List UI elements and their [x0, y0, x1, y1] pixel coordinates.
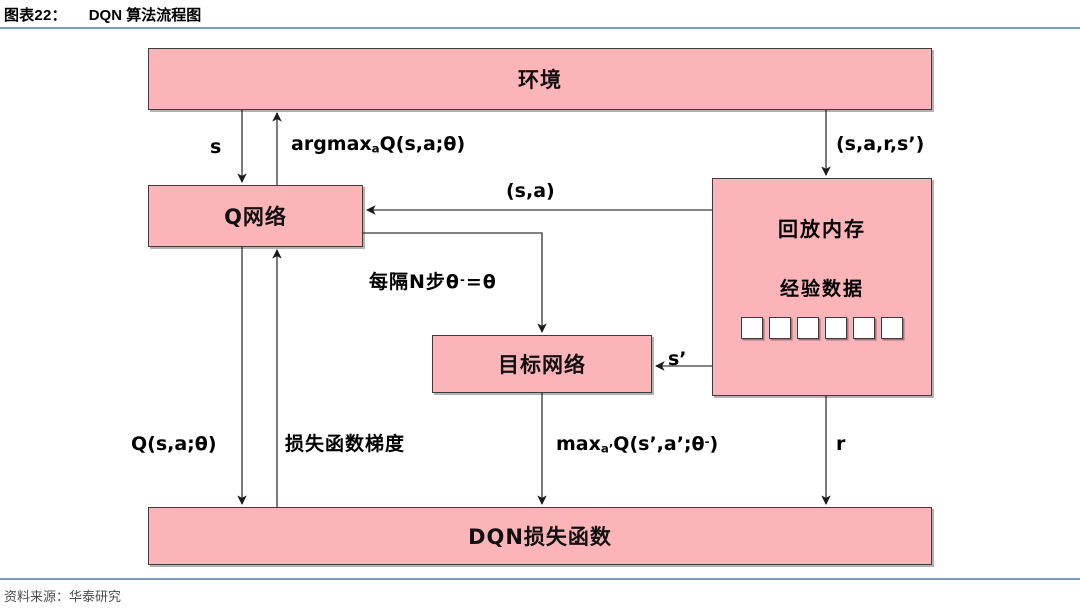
edge-label-argmax: argmaxaQ(s,a;θ) — [291, 135, 465, 155]
experience-slot-group — [741, 317, 903, 339]
edge-label-max-pre: max — [556, 433, 601, 455]
edge-label-argmax-pre: argmax — [291, 133, 372, 155]
connector-qnetwork-to-target — [363, 232, 547, 333]
experience-slot — [825, 317, 847, 339]
edge-label-reward: r — [836, 433, 846, 455]
edge-label-theta-sync-post: =θ — [465, 271, 497, 293]
header-divider — [0, 27, 1080, 29]
node-environment[interactable]: 环境 — [148, 48, 932, 110]
node-target-network[interactable]: 目标网络 — [432, 335, 652, 393]
edge-label-max-target-q: maxa’Q(s’,a’;θ-) — [556, 435, 718, 455]
experience-slot — [797, 317, 819, 339]
edge-label-theta-sync-pre: 每隔N步θ — [369, 271, 460, 293]
edge-label-max-tail: ) — [709, 433, 719, 455]
edge-label-argmax-sub: a — [371, 141, 380, 156]
exhibit-title: DQN 算法流程图 — [88, 6, 202, 24]
node-replay-memory-label: 回放内存 — [778, 217, 866, 241]
exhibit-header: 图表22： DQN 算法流程图 — [0, 0, 1080, 28]
edge-label-q-value: Q(s,a;θ) — [131, 433, 217, 455]
dqn-flowchart: 环境 Q网络 回放内存 经验数据 目标网络 DQN损失函数 s argmaxaQ… — [0, 30, 1080, 576]
edge-label-theta-sync: 每隔N步θ-=θ — [369, 273, 497, 292]
edge-label-max-post: Q(s’,a’;θ — [613, 433, 705, 455]
edge-label-transition-tuple: (s,a,r,s’) — [836, 133, 925, 155]
node-target-network-label: 目标网络 — [498, 353, 586, 377]
edge-label-next-state: s’ — [668, 348, 687, 370]
experience-slot — [741, 317, 763, 339]
node-dqn-loss-function[interactable]: DQN损失函数 — [148, 507, 932, 565]
node-q-network-label: Q网络 — [224, 205, 287, 229]
edge-label-theta-sync-sup: - — [459, 272, 466, 287]
edge-label-argmax-post: Q(s,a;θ) — [379, 133, 466, 155]
experience-slot — [853, 317, 875, 339]
edge-label-loss-gradient: 损失函数梯度 — [285, 433, 406, 455]
edge-label-max-sup: - — [704, 434, 710, 449]
node-dqn-loss-function-label: DQN损失函数 — [468, 525, 612, 549]
flowchart-connectors — [237, 110, 831, 507]
edge-label-state: s — [210, 136, 222, 158]
experience-slot — [769, 317, 791, 339]
node-replay-memory[interactable]: 回放内存 经验数据 — [712, 178, 932, 396]
node-q-network[interactable]: Q网络 — [148, 185, 363, 247]
edge-label-max-sub: a’ — [600, 441, 614, 456]
node-environment-label: 环境 — [518, 68, 562, 92]
exhibit-number: 图表22： — [4, 6, 67, 24]
experience-slot — [881, 317, 903, 339]
source-note: 资料来源：华泰研究 — [4, 589, 122, 604]
edge-label-state-action: (s,a) — [506, 180, 555, 202]
footer-divider — [0, 578, 1080, 580]
node-replay-memory-sublabel: 经验数据 — [779, 278, 864, 300]
